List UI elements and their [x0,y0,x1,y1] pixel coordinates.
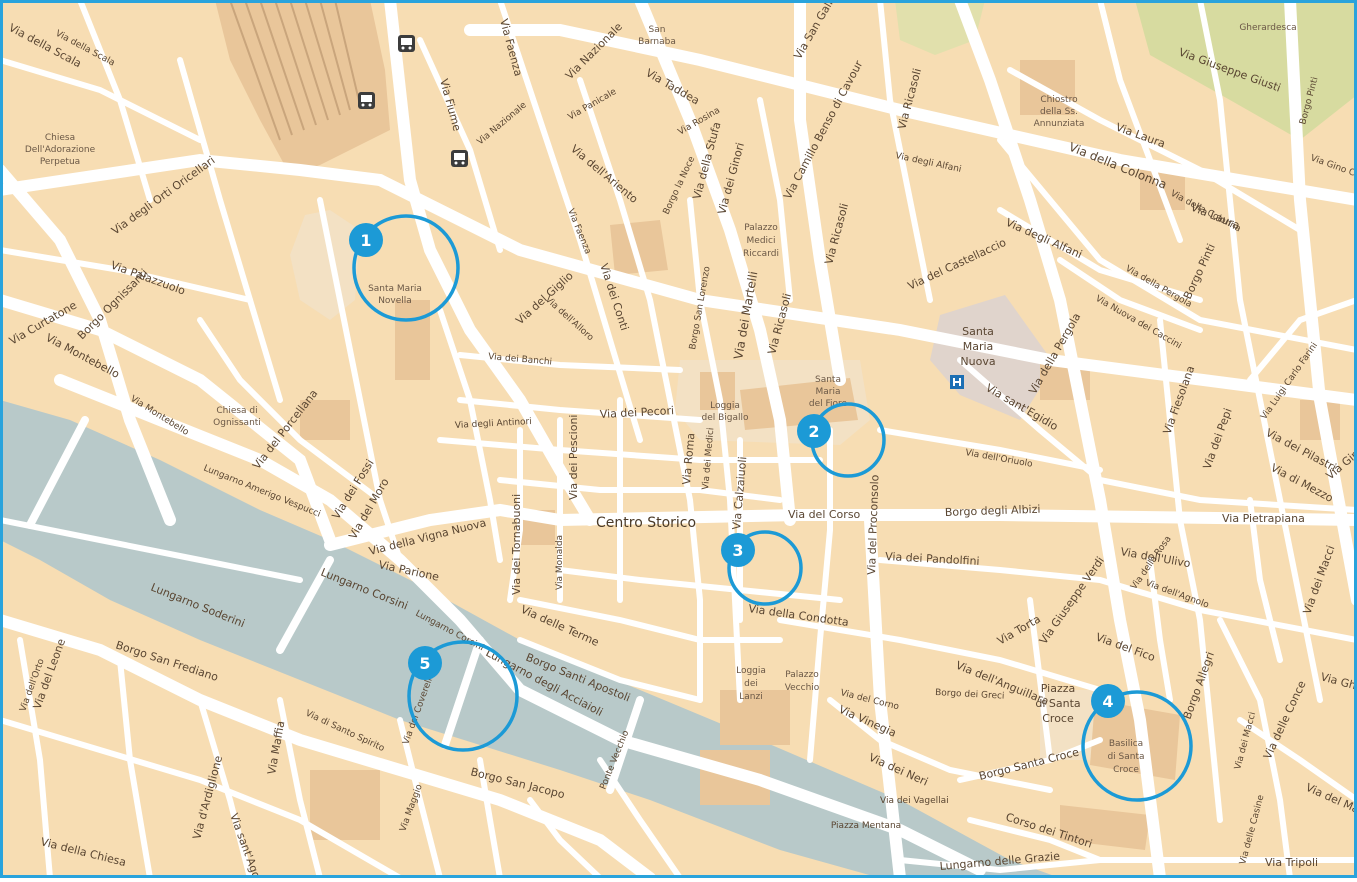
street-label: Via Roma [680,432,697,485]
landmark-santa-maria-nuova: Santa [962,325,994,338]
marker-number: 2 [808,422,819,441]
hospital-icon [950,375,964,389]
street-label: Via del Corso [788,508,861,521]
landmark-palazzo-medici: Palazzo [744,223,778,233]
landmark-chiesa-adorazione: Perpetua [40,157,80,167]
bus-icon [358,92,375,109]
river-arno [0,400,1060,878]
street-label: Via dei Pescioni [567,415,580,500]
area-label: Centro Storico [596,515,696,531]
piazza-santa-croce [1040,690,1100,760]
marker-number: 1 [360,231,371,250]
map-marker-2[interactable]: 2 [797,402,886,478]
landmark-palazzo-medici: Riccardi [743,249,779,259]
landmark-duomo: Santa [815,375,841,385]
landmark-piazza-santa-croce: di Santa [1035,697,1080,710]
street-label: Via Pietrapiana [1222,512,1305,525]
landmark-san-barnaba: Barnaba [638,37,676,47]
landmark-san-barnaba: San [649,25,666,35]
street-label: Via del Proconsolo [865,474,882,575]
landmark-santa-maria-novella: Novella [378,296,412,306]
landmark-gherardesca: Gherardesca [1239,23,1296,33]
landmark-basilica-santa-croce: Basilica [1109,739,1143,749]
railway-tracks [229,0,361,141]
landmark-loggia-lanzi: Loggia [736,666,766,676]
street-label: Via dei Tornabuoni [510,494,523,595]
street-label: Via Tripoli [1265,856,1318,869]
street-label: Borgo degli Albizi [945,503,1041,519]
bus-icon [451,150,468,167]
landmark-loggia-bigallo: del Bigallo [701,413,749,423]
landmark-piazza-santa-croce: Piazza [1041,682,1075,695]
landmark-ognissanti: Chiesa di [216,406,257,416]
street-label: Via Monalda [555,535,565,590]
bus-icon [398,35,415,52]
marker-number: 4 [1102,692,1113,711]
street-label: Via dei Pecori [599,404,674,421]
marker-number: 5 [419,654,430,673]
street-label: Via Calzaiuoli [730,456,749,530]
landmark-santa-maria-nuova: Nuova [960,355,995,368]
landmark-chiesa-adorazione: Chiesa [45,133,75,143]
map-marker-3[interactable]: 3 [721,530,803,606]
park-gherardesca [1135,0,1357,140]
landmark-loggia-lanzi: Lanzi [739,692,762,702]
landmark-basilica-santa-croce: di Santa [1107,752,1144,762]
landmark-chiostro: della Ss. [1040,107,1078,117]
landmark-santa-maria-novella: Santa Maria [368,284,422,294]
landmark-palazzo-medici: Medici [747,236,776,246]
landmark-piazza-santa-croce: Croce [1042,712,1074,725]
landmark-santa-maria-nuova: Maria [963,340,994,353]
map-marker-1[interactable]: 1 [349,214,460,322]
landmark-chiostro: Annunziata [1034,119,1085,129]
landmark-palazzo-vecchio: Palazzo [785,670,819,680]
street-label: Via dei Vagellai [880,796,949,806]
landmark-duomo: Maria [816,387,841,397]
map-marker-4[interactable]: 4 [1081,684,1193,802]
landmark-labels: Gherardesca San Barnaba Chiesa Dell'Ador… [25,23,1297,831]
landmark-chiesa-adorazione: Dell'Adorazione [25,145,96,155]
landmark-chiostro: Chiostro [1040,95,1078,105]
map-marker-5[interactable]: 5 [407,640,519,752]
landmark-loggia-bigallo: Loggia [710,401,740,411]
street-label: Borgo dei Greci [935,688,1005,702]
landmark-piazza-mentana: Piazza Mentana [831,821,901,831]
landmark-loggia-lanzi: dei [744,679,758,689]
landmark-ognissanti: Ognissanti [213,418,261,428]
landmark-duomo: del Fiore [809,399,848,409]
marker-number: 3 [732,541,743,560]
landmark-basilica-santa-croce: Croce [1113,765,1139,775]
street-label: Via dei Pandolfini [885,550,980,568]
street-label: Via degli Antinori [455,417,532,431]
piazza-santa-maria-novella [290,210,360,320]
landmark-palazzo-vecchio: Vecchio [785,683,820,693]
